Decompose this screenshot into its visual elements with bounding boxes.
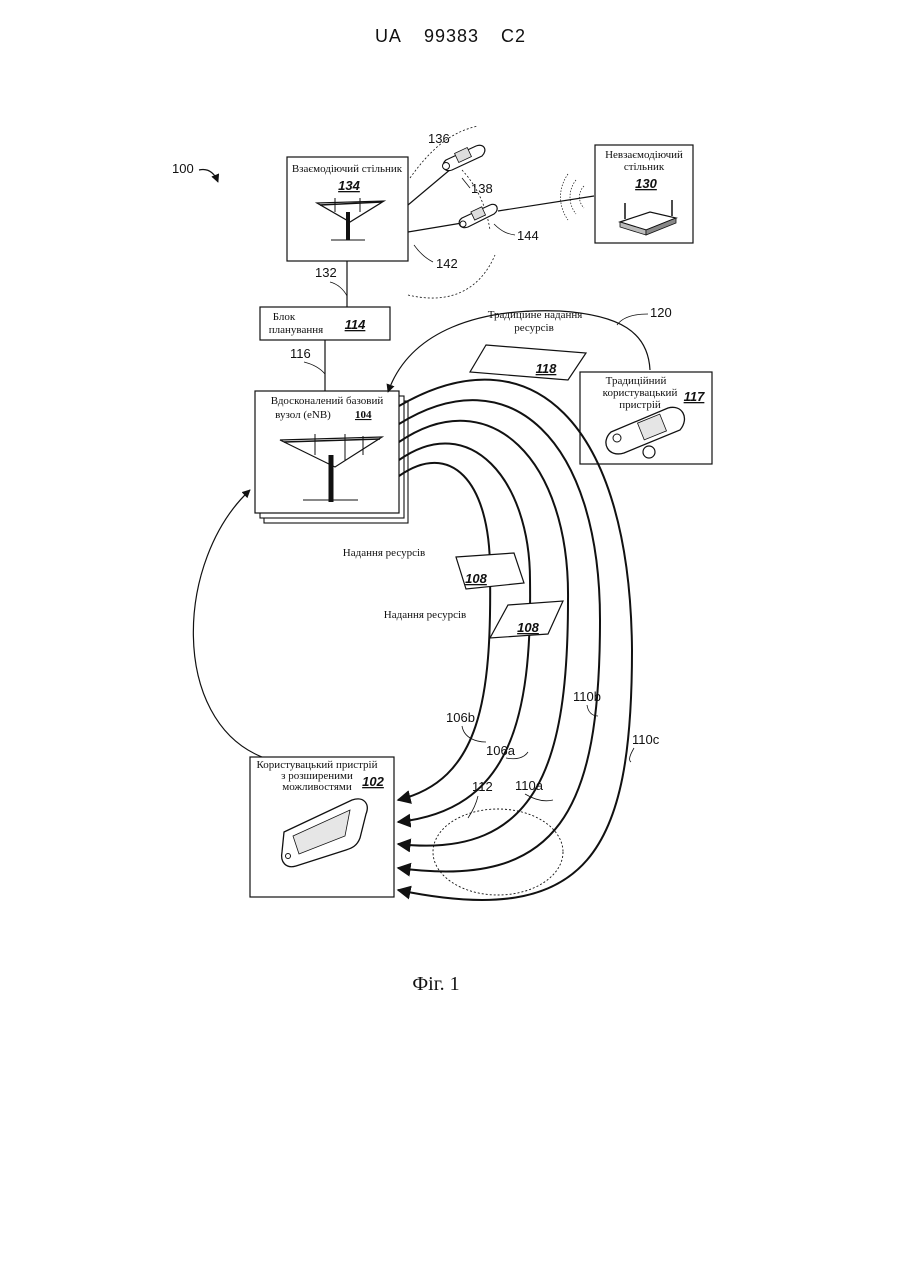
ref-144: 144 (517, 228, 539, 243)
ref-100-arrow (199, 170, 218, 183)
grant-2-title: Надання ресурсів (384, 609, 466, 621)
figure-caption: Фіг. 1 (412, 973, 459, 995)
packet-118-ref: 118 (536, 361, 557, 376)
ref-132: 132 (315, 265, 337, 280)
legacy-device: Традиційний користувацький пристрій 117 (580, 372, 712, 464)
legacy-device-ref: 117 (684, 389, 705, 404)
scheduler-ref: 114 (345, 317, 366, 332)
ref-110b: 110b (573, 689, 601, 704)
link-to-phone-144 (408, 223, 462, 232)
legacy-device-title-1: Традиційний (606, 375, 667, 387)
ref-106a: 106a (486, 743, 516, 758)
cooperating-cell: Взаємодіючий стільник 134 (287, 157, 408, 261)
ref-110c: 110c (632, 732, 660, 747)
ref-136: 136 (428, 131, 450, 146)
grant-2-ref: 108 (517, 620, 539, 635)
ref-120: 120 (650, 305, 672, 320)
scheduler-block: Блок планування 114 (260, 307, 390, 340)
grant-packet-108-b: 108 (490, 601, 563, 638)
ref-100: 100 (172, 161, 194, 176)
cooperating-cell-ref: 134 (338, 178, 360, 193)
scheduler-title-2: планування (269, 324, 323, 336)
mobile-phone-icon (443, 145, 485, 170)
ref-142: 142 (436, 256, 458, 271)
cooperating-cell-title: Взаємодіючий стільник (292, 163, 403, 175)
legacy-device-title-3: пристрій (619, 399, 661, 411)
noncooperating-cell-title-2: стільник (624, 161, 665, 173)
legacy-grant-title-2: ресурсів (514, 322, 554, 334)
ref-106b: 106b (446, 710, 475, 725)
scheduler-title-1: Блок (273, 311, 296, 323)
grant-1-title: Надання ресурсів (343, 547, 425, 559)
ref-116: 116 (290, 346, 311, 361)
legacy-grant-title-1: Традиційне надання (488, 309, 583, 321)
grant-1-ref: 108 (465, 571, 487, 586)
enhanced-device-ref: 102 (362, 774, 384, 789)
enhanced-device: Користувацький пристрій з розширеними мо… (250, 757, 394, 897)
enb-title-2: вузол (eNB) (275, 409, 331, 421)
noncooperating-cell: Невзаємодіючий стільник 130 (595, 145, 693, 243)
enb-block: Вдосконалений базовий вузол (eNB) 104 (255, 391, 408, 523)
enb-title-1: Вдосконалений базовий (271, 395, 384, 407)
overlap-region-112 (433, 809, 563, 895)
enhanced-device-title-3: можливостями (282, 781, 352, 793)
ref-110a: 110a (515, 778, 544, 793)
legacy-device-title-2: користувацький (603, 387, 678, 399)
feedback-arrow (193, 490, 262, 757)
grant-packet-108-a: 108 (456, 553, 524, 589)
enb-ref: 104 (355, 409, 372, 421)
grant-packet-118: 118 (470, 345, 586, 380)
ref-138: 138 (471, 181, 493, 196)
noncooperating-cell-title-1: Невзаємодіючий (605, 149, 683, 161)
noncooperating-cell-ref: 130 (635, 176, 657, 191)
ref-112: 112 (472, 779, 493, 794)
mobile-phone-icon (459, 204, 497, 227)
transmission-arc-106b (398, 463, 490, 800)
